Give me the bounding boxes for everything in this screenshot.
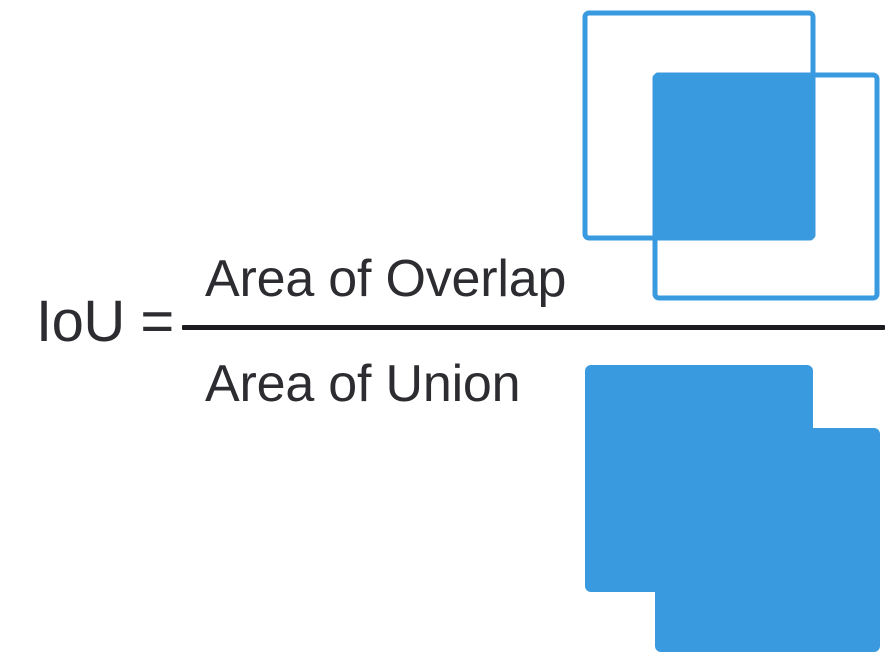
overlap-intersection-overlay: [657, 77, 811, 236]
area-of-union-diagram: [570, 350, 896, 670]
fraction-bar: [182, 325, 885, 330]
fraction-numerator: Area of Overlap: [205, 250, 567, 308]
union-box-b-shape: [655, 428, 880, 652]
overlap-diagram-svg: [582, 10, 880, 301]
fraction-denominator: Area of Union: [205, 355, 521, 413]
area-of-overlap-diagram: [570, 0, 896, 320]
union-diagram-svg: [585, 365, 880, 652]
formula-left-hand-side: IoU =: [36, 289, 174, 354]
